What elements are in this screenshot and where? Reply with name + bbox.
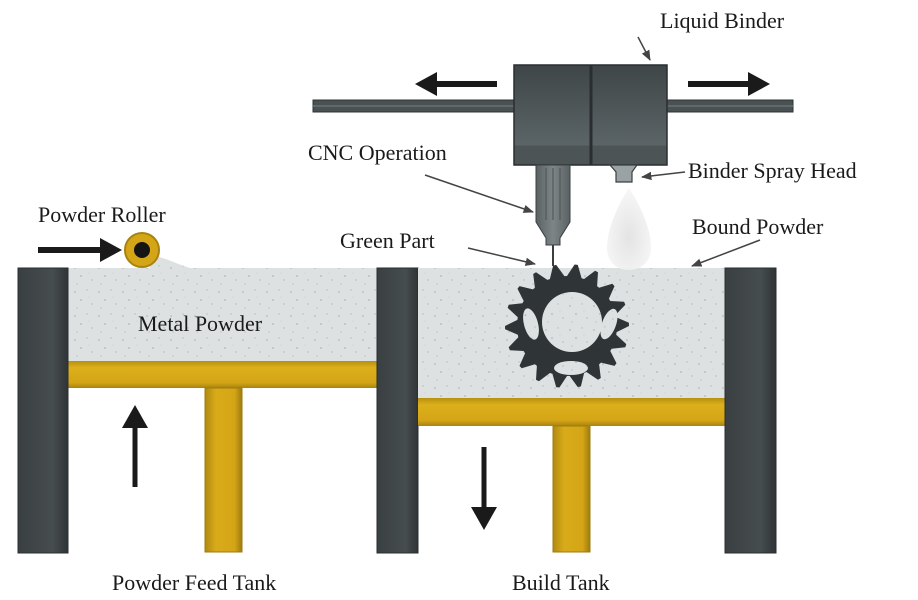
feed-piston-up-arrow-icon	[122, 405, 148, 487]
sprocket-slot	[554, 361, 588, 375]
feed-tank-left-wall	[17, 267, 69, 554]
sprocket-slot	[523, 308, 539, 340]
binder-spray-plume	[607, 188, 651, 270]
label-binder-spray-head: Binder Spray Head	[688, 158, 857, 183]
label-liquid-binder: Liquid Binder	[660, 8, 785, 33]
label-cnc-operation: CNC Operation	[308, 140, 447, 165]
head-move-left-arrow-icon	[415, 72, 497, 96]
label-powder-feed-tank: Powder Feed Tank	[112, 570, 276, 595]
label-powder-roller: Powder Roller	[38, 202, 166, 227]
green-part-sprocket-icon	[505, 264, 629, 388]
cnc-tool	[535, 164, 571, 266]
powder-feed-tank	[17, 256, 377, 554]
leader-lines	[424, 36, 761, 267]
print-head-assembly	[312, 64, 794, 270]
leader-cnc-operation	[424, 174, 534, 213]
build-tank	[418, 264, 777, 554]
feed-piston-plate	[68, 361, 377, 388]
label-build-tank: Build Tank	[512, 570, 610, 595]
roller-direction-arrow-icon	[38, 238, 122, 262]
build-tank-right-wall	[724, 267, 777, 554]
leader-green-part	[467, 247, 537, 266]
label-bound-powder: Bound Powder	[692, 214, 824, 239]
leader-binder-spray-head	[640, 171, 686, 181]
tank-divider-wall	[376, 267, 419, 554]
feed-piston-stem	[204, 387, 243, 553]
powder-mound	[150, 256, 190, 268]
build-piston-stem	[552, 425, 591, 553]
sprocket-slot	[600, 308, 618, 340]
metal-powder-bed	[68, 268, 377, 361]
build-piston-down-arrow-icon	[471, 447, 497, 530]
leader-bound-powder	[691, 239, 761, 267]
label-metal-powder: Metal Powder	[138, 311, 263, 336]
sprocket-center-hole	[542, 292, 602, 352]
binder-spray-nozzle	[608, 164, 639, 183]
build-piston-plate	[418, 398, 725, 426]
label-green-part: Green Part	[340, 228, 435, 253]
head-move-right-arrow-icon	[688, 72, 770, 96]
powder-roller	[124, 232, 160, 268]
leader-liquid-binder	[637, 36, 651, 61]
